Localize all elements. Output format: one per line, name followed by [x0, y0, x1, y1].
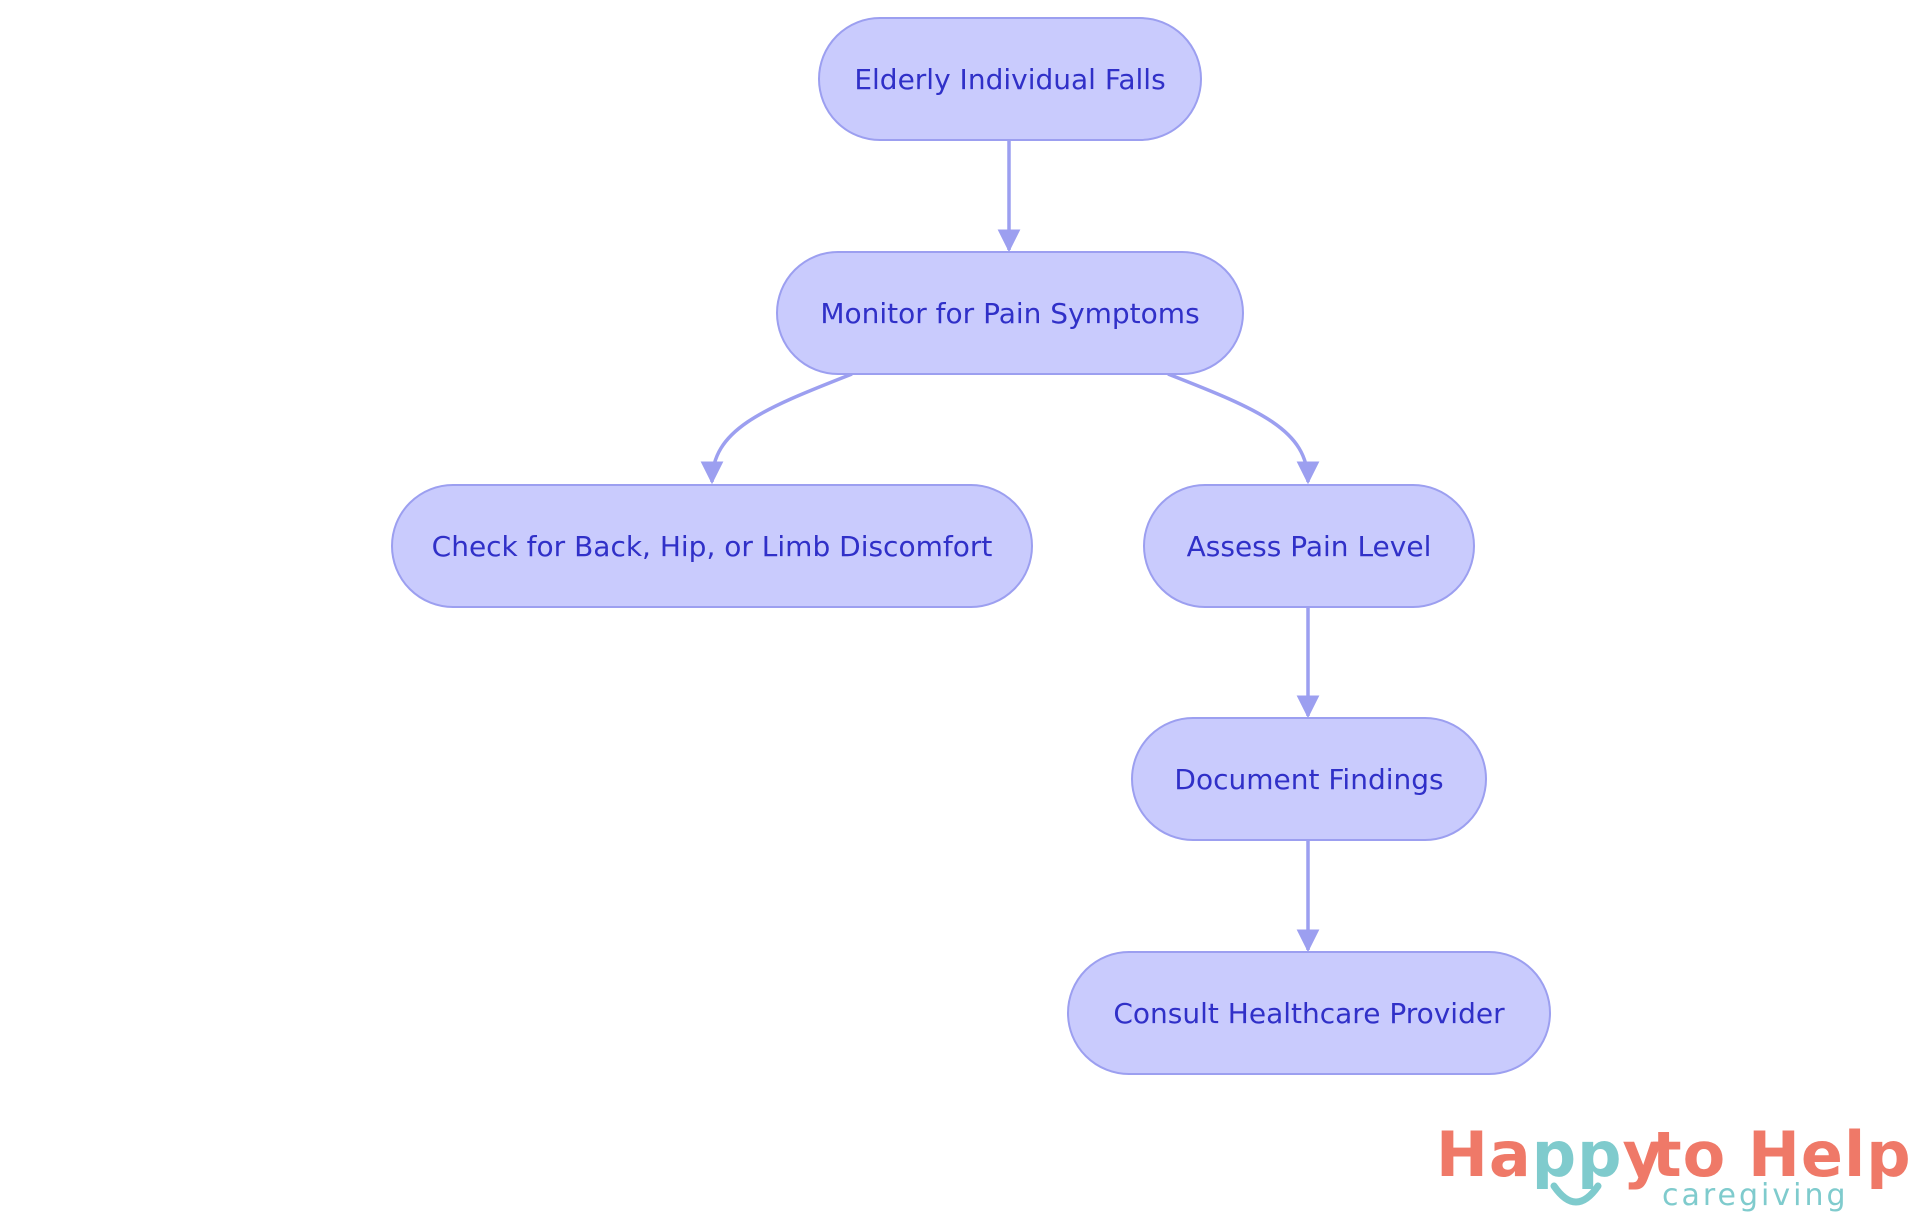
logo-word-to: to: [1652, 1118, 1727, 1191]
edge-monitor-to-assess: [1167, 372, 1320, 485]
happy-to-help-logo: Happy to Help caregiving: [1430, 1108, 1911, 1213]
node-monitor-for-pain-symptoms: Monitor for Pain Symptoms: [776, 251, 1244, 375]
node-assess-pain-level: Assess Pain Level: [1143, 484, 1475, 608]
logo-happy-pp: pp: [1531, 1118, 1623, 1191]
node-consult-healthcare-provider: Consult Healthcare Provider: [1067, 951, 1551, 1075]
logo-happy-ha: Ha: [1436, 1118, 1532, 1191]
logo-happy-y: y: [1622, 1118, 1664, 1191]
logo-word-happy: Happy: [1436, 1118, 1664, 1191]
logo-word-help: Help: [1748, 1118, 1912, 1191]
node-document-findings: Document Findings: [1131, 717, 1487, 841]
node-elderly-individual-falls: Elderly Individual Falls: [818, 17, 1202, 141]
smile-icon: [1550, 1182, 1602, 1206]
logo-tagline: caregiving: [1662, 1178, 1849, 1213]
edge-monitor-to-check: [700, 372, 853, 485]
node-check-back-hip-limb: Check for Back, Hip, or Limb Discomfort: [391, 484, 1033, 608]
